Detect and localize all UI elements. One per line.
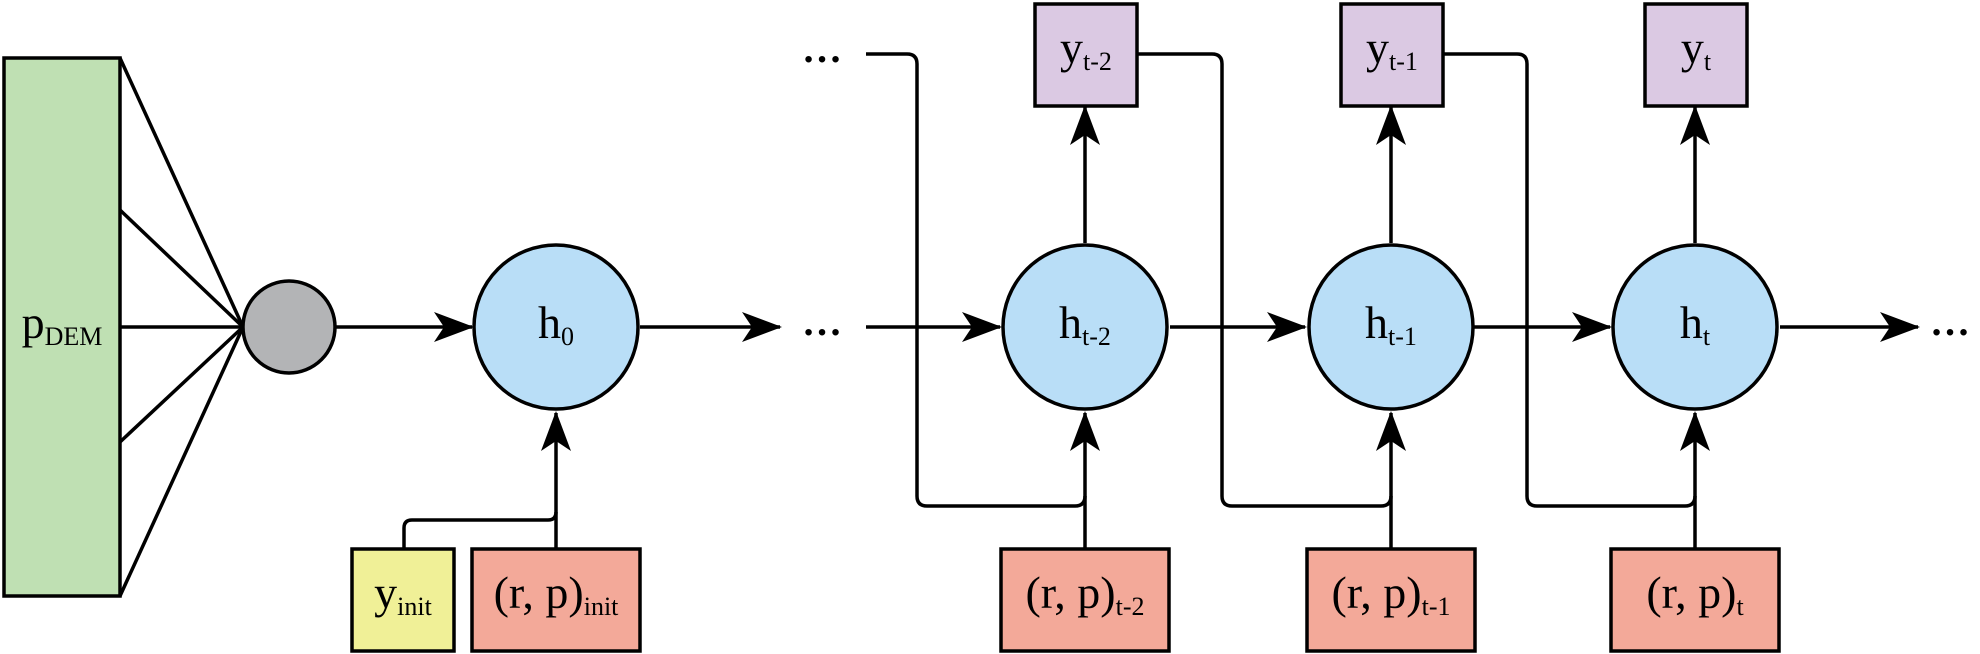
param-label-sub: t-1 [1422,592,1451,621]
param-label-sub: t-2 [1116,592,1145,621]
hidden-label-sub: t-2 [1082,322,1111,351]
edges [118,52,1920,597]
output-yt2: yt-2 [1033,2,1139,108]
output-label-sub: t-2 [1083,47,1112,76]
svg-text:ht-2: ht-2 [1059,297,1111,351]
svg-text:yt-1: yt-1 [1366,22,1418,76]
hidden-label-sub: t [1703,322,1711,351]
ellipsis-top: … [802,26,842,71]
feedback-yinit-to-h0 [402,511,558,549]
hidden-label-main: h [1365,297,1388,348]
hidden-label-main: h [1680,297,1703,348]
svg-text:pDEM: pDEM [22,297,103,351]
svg-text:(r, p)init: (r, p)init [494,567,620,621]
svg-text:h0: h0 [538,297,574,351]
output-label-sub: t-1 [1389,47,1418,76]
output-label-main: y [1366,22,1389,73]
output-label-main: y [1060,22,1083,73]
svg-text:ht: ht [1680,297,1711,351]
output-yt: yt [1643,2,1749,108]
hidden-label-main: h [538,297,561,348]
param-label-main: (r, p) [494,567,584,618]
hidden-state-ht2: ht-2 [1001,243,1169,411]
y-init-box: yinit [350,547,456,653]
hidden-state-ht1: ht-1 [1307,243,1475,411]
hidden-label-sub: 0 [561,322,574,351]
hidden-state-h0: h0 [472,243,640,411]
svg-text:(r, p)t-2: (r, p)t-2 [1025,567,1144,621]
fan-line-1 [118,57,245,328]
output-label-sub: t [1704,47,1712,76]
y-init-label-sub: init [397,592,432,621]
fan-line-2 [118,208,245,329]
svg-text:ht-1: ht-1 [1365,297,1417,351]
input-label-main: p [22,297,45,348]
y-init-label-main: y [374,567,397,618]
param-t: (r, p)t [1609,547,1781,653]
svg-text:yinit: yinit [374,567,432,621]
output-yt1: yt-1 [1339,2,1445,108]
input-label-sub: DEM [45,322,103,351]
param-t2: (r, p)t-2 [999,547,1171,653]
feedback-yt2-to-ht1 [1137,52,1393,508]
svg-text:(r, p)t-1: (r, p)t-1 [1331,567,1450,621]
input-block: pDEM [2,56,122,598]
fan-line-5 [118,326,245,597]
hidden-label-main: h [1059,297,1082,348]
param-label-sub: t [1736,592,1744,621]
output-label-main: y [1681,22,1704,73]
param-label-main: (r, p) [1025,567,1115,618]
param-label-main: (r, p) [1331,567,1421,618]
param-label-main: (r, p) [1646,567,1736,618]
hidden-state-ht: ht [1611,243,1779,411]
ellipsis-right: … [1930,299,1970,344]
fan-line-4 [118,325,245,444]
feedback-yt1-to-ht [1443,52,1697,508]
ellipsis-middle: … [802,299,842,344]
svg-text:yt: yt [1681,22,1712,76]
feedback-prev-to-ht2 [866,52,1087,508]
param-t1: (r, p)t-1 [1305,547,1477,653]
param-init: (r, p)init [470,547,642,653]
param-label-sub: init [584,592,619,621]
hidden-label-sub: t-1 [1388,322,1417,351]
svg-text:yt-2: yt-2 [1060,22,1112,76]
svg-text:(r, p)t: (r, p)t [1646,567,1744,621]
combiner-node [241,279,337,375]
